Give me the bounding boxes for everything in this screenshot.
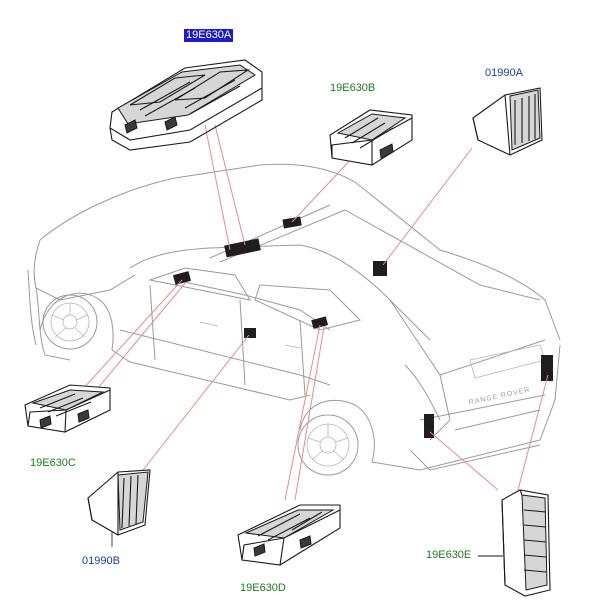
label-19e630b[interactable]: 19E630B	[330, 82, 376, 94]
leader-lines	[81, 124, 549, 501]
part-front-centre-vent	[109, 59, 263, 151]
part-roof-grille	[472, 87, 543, 156]
rear-door-vent-marker	[311, 316, 329, 329]
label-19e630e[interactable]: 19E630E	[426, 549, 472, 561]
label-19e630d[interactable]: 19E630D	[240, 582, 286, 594]
part-side-vent	[24, 384, 111, 433]
part-upper-vent	[329, 109, 413, 166]
dash-vent-marker	[224, 238, 261, 258]
part-pillar-grille	[87, 469, 151, 536]
side-vent-marker	[172, 271, 192, 285]
label-19e630a[interactable]: 19E630A	[182, 28, 235, 43]
vehicle-vent-markers	[172, 216, 553, 438]
rear-badge: RANGE ROVER	[468, 387, 531, 407]
pillar-grille-marker	[244, 328, 256, 338]
part-rear-door-vent	[237, 504, 341, 566]
part-rear-vent	[501, 489, 551, 597]
label-01990a[interactable]: 01990A	[485, 67, 523, 79]
label-19e630c[interactable]: 19E630C	[30, 457, 76, 469]
rear-pillar-vent-marker-right	[541, 355, 553, 381]
upper-vent-marker	[282, 216, 302, 229]
vehicle-outline	[27, 163, 561, 476]
label-01990b[interactable]: 01990B	[82, 555, 120, 567]
rear-pillar-vent-marker-left	[424, 414, 434, 438]
